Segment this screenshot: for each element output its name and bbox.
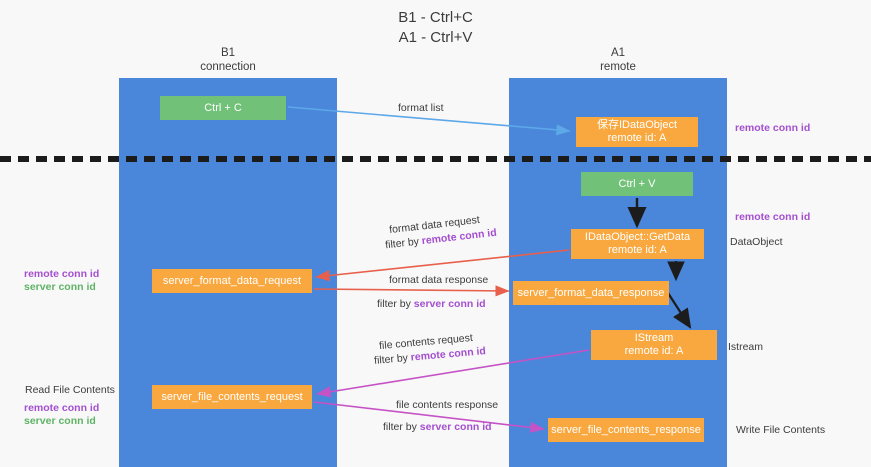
edge-label-format-list: format list bbox=[398, 102, 444, 114]
phase-divider bbox=[0, 156, 871, 162]
filter-prefix: filter by bbox=[373, 351, 412, 367]
node-server-format-data-response-label: server_format_data_response bbox=[517, 286, 665, 299]
lane-header-a1-name: A1 bbox=[610, 47, 626, 59]
node-server-format-data-request-label: server_format_data_request bbox=[162, 274, 302, 287]
side-label-remote-conn-id-mid: remote conn id bbox=[735, 211, 811, 223]
node-istream-remote-id: remote id: A bbox=[624, 345, 684, 357]
edge-label-file-contents-response-filter: filter by server conn id bbox=[383, 421, 492, 434]
node-server-file-contents-response[interactable]: server_file_contents_response bbox=[548, 418, 704, 442]
title-line-1: B1 - Ctrl+C bbox=[398, 9, 473, 26]
filter-prefix: filter by bbox=[383, 421, 420, 433]
node-save-idataobject[interactable]: 保存IDataObject remote id: A bbox=[576, 117, 698, 147]
node-istream[interactable]: IStream remote id: A bbox=[591, 330, 717, 360]
node-server-file-contents-response-label: server_file_contents_response bbox=[551, 423, 701, 436]
side-label-left-remote-conn-id-bottom: remote conn id bbox=[24, 402, 100, 414]
lane-header-a1-role: remote bbox=[600, 61, 636, 73]
side-label-istream: Istream bbox=[728, 341, 764, 353]
node-ctrl-v[interactable]: Ctrl + V bbox=[581, 172, 693, 196]
node-server-format-data-response[interactable]: server_format_data_response bbox=[513, 281, 669, 305]
side-label-left-server-conn-id-bottom: server conn id bbox=[24, 415, 96, 427]
side-label-dataobject: DataObject bbox=[730, 236, 783, 248]
node-ctrl-v-label: Ctrl + V bbox=[618, 177, 656, 190]
node-idataobject-getdata-label: IDataObject::GetData bbox=[584, 231, 691, 243]
side-label-left-server-conn-id-mid: server conn id bbox=[24, 281, 96, 293]
side-label-write-file-contents: Write File Contents bbox=[736, 424, 826, 436]
side-label-read-file-contents: Read File Contents bbox=[25, 384, 115, 396]
diagram-title: B1 - Ctrl+C A1 - Ctrl+V bbox=[0, 8, 871, 48]
node-ctrl-c[interactable]: Ctrl + C bbox=[160, 96, 286, 120]
filter-key-server-conn-id: server conn id bbox=[419, 421, 492, 433]
node-save-idataobject-remote-id: remote id: A bbox=[607, 132, 667, 144]
edge-label-file-contents-response: file contents response bbox=[396, 399, 499, 411]
lane-header-a1: A1 remote bbox=[509, 46, 727, 74]
node-server-file-contents-request[interactable]: server_file_contents_request bbox=[152, 385, 312, 409]
filter-prefix: filter by bbox=[377, 298, 414, 310]
node-idataobject-getdata-remote-id: remote id: A bbox=[608, 244, 667, 256]
lane-header-b1-role: connection bbox=[200, 61, 256, 73]
node-server-file-contents-request-label: server_file_contents_request bbox=[161, 390, 303, 403]
side-label-remote-conn-id-top: remote conn id bbox=[735, 122, 811, 134]
node-server-format-data-request[interactable]: server_format_data_request bbox=[152, 269, 312, 293]
node-ctrl-c-label: Ctrl + C bbox=[204, 101, 242, 114]
arrow-format-data-response bbox=[313, 285, 510, 297]
lane-header-b1-name: B1 bbox=[220, 47, 236, 59]
edge-label-format-data-response: format data response bbox=[389, 274, 489, 286]
filter-key-server-conn-id: server conn id bbox=[413, 298, 486, 310]
title-line-2: A1 - Ctrl+V bbox=[398, 29, 473, 46]
filter-prefix: filter by bbox=[384, 235, 423, 252]
side-label-left-remote-conn-id-mid: remote conn id bbox=[24, 268, 100, 280]
node-idataobject-getdata[interactable]: IDataObject::GetData remote id: A bbox=[571, 229, 704, 259]
edge-label-format-data-response-filter: filter by server conn id bbox=[377, 298, 486, 311]
node-istream-label: IStream bbox=[634, 332, 674, 344]
lane-header-b1: B1 connection bbox=[119, 46, 337, 74]
node-save-idataobject-label: 保存IDataObject bbox=[596, 119, 678, 131]
